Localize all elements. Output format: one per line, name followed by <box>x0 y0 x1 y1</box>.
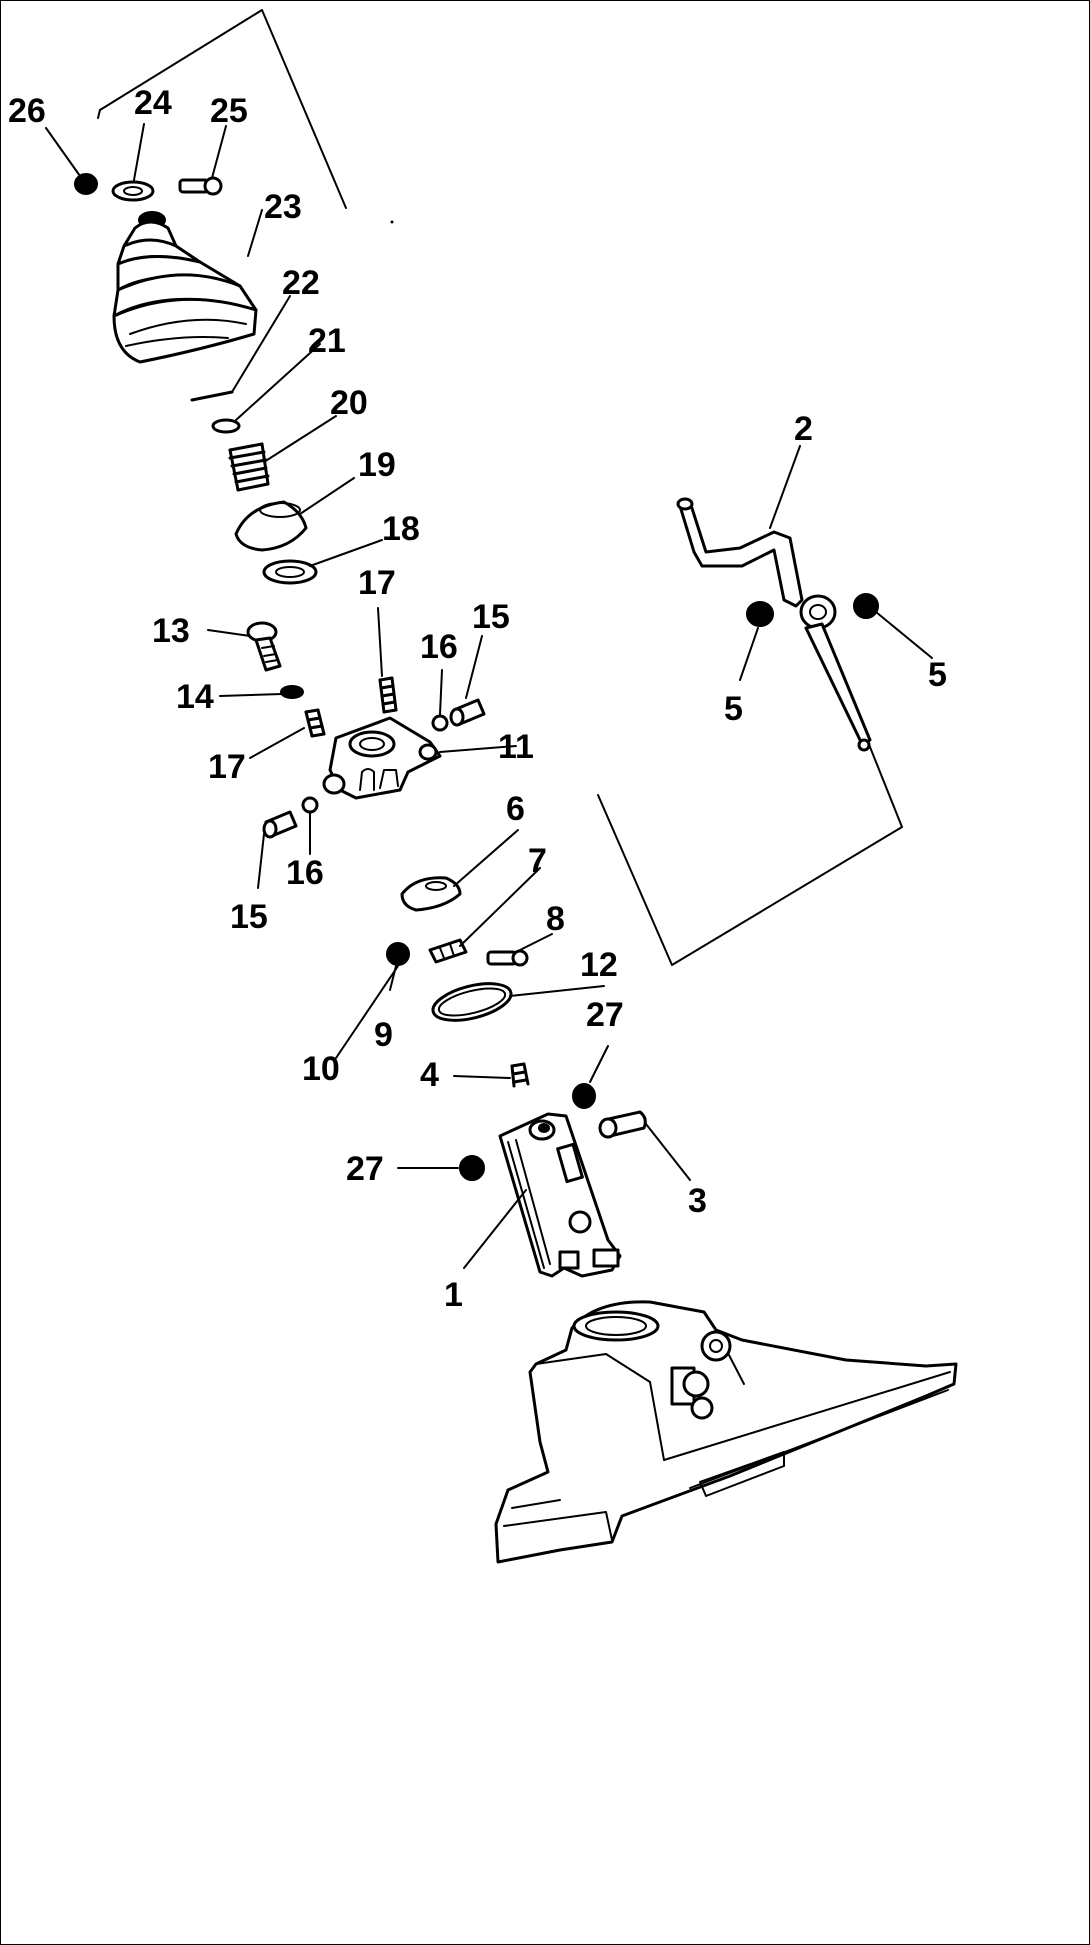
part-18-seal <box>262 559 318 585</box>
part-3-shaft <box>598 1110 647 1139</box>
callout-5-right: 5 <box>928 656 947 694</box>
transmission-case <box>494 1300 958 1564</box>
callout-27-lower: 27 <box>346 1150 384 1188</box>
callout-26: 26 <box>8 92 46 130</box>
callout-24: 24 <box>134 84 172 122</box>
callout-21: 21 <box>308 322 346 360</box>
part-4-springpin <box>510 1062 530 1088</box>
part-20-spring <box>228 442 270 492</box>
part-15-plug-upper <box>449 698 486 727</box>
callout-2: 2 <box>794 410 813 448</box>
callout-15-lower: 15 <box>230 898 268 936</box>
callout-14: 14 <box>176 678 214 716</box>
stray-dot <box>390 220 394 224</box>
callout-19: 19 <box>358 446 396 484</box>
part-6-plate <box>400 876 462 912</box>
part-5-nut-left <box>746 601 774 627</box>
part-2-shift-lever <box>676 497 872 752</box>
part-21-washer <box>211 418 241 434</box>
callout-11: 11 <box>498 728 534 766</box>
callout-1: 1 <box>444 1276 463 1314</box>
callout-9: 9 <box>374 1016 393 1054</box>
part-27-plug-lower <box>459 1155 485 1181</box>
group-bracket-top <box>97 9 347 209</box>
callout-12: 12 <box>580 946 618 984</box>
part-12-oring <box>431 982 513 1022</box>
part-1-lever <box>498 1112 622 1278</box>
callout-15-upper: 15 <box>472 598 510 636</box>
part-16-ball-upper <box>431 714 449 732</box>
callout-6: 6 <box>506 790 525 828</box>
callout-8: 8 <box>546 900 565 938</box>
callout-17-lower: 17 <box>208 748 246 786</box>
part-9-ball <box>386 942 410 966</box>
callout-3: 3 <box>688 1182 707 1220</box>
callout-22: 22 <box>282 264 320 302</box>
callout-5-left: 5 <box>724 690 743 728</box>
part-17-spring-upper <box>378 676 398 714</box>
callout-labels: 26 24 25 23 22 21 20 19 18 17 13 16 15 1… <box>8 84 947 1314</box>
part-16-ball-lower <box>301 796 319 814</box>
part-11-housing <box>322 716 442 800</box>
part-19-cup <box>234 500 308 552</box>
part-27-plug-upper <box>572 1083 596 1109</box>
part-17-spring-lower <box>304 708 326 738</box>
part-25-pin <box>178 176 223 196</box>
part-23-boot <box>112 211 258 364</box>
callout-25: 25 <box>210 92 248 130</box>
callout-16-upper: 16 <box>420 628 458 666</box>
part-8-pin <box>486 949 529 967</box>
part-5-nut-right <box>853 593 879 619</box>
part-26-nut <box>74 173 98 195</box>
callout-17-upper: 17 <box>358 564 396 602</box>
callout-4: 4 <box>420 1056 439 1094</box>
callout-27-upper: 27 <box>586 996 624 1034</box>
callout-23: 23 <box>264 188 302 226</box>
part-22-pin <box>190 390 234 402</box>
group-bracket-right <box>597 741 903 966</box>
part-24-washer <box>111 180 155 202</box>
callout-20: 20 <box>330 384 368 422</box>
part-13-bolt <box>246 621 282 672</box>
part-15-plug-lower <box>262 810 298 839</box>
callout-10: 10 <box>302 1050 340 1088</box>
part-7-bushing <box>428 938 468 964</box>
callout-7: 7 <box>528 842 547 880</box>
part-14-washer <box>280 685 304 699</box>
leader-lines <box>45 123 933 1269</box>
callout-16-lower: 16 <box>286 854 324 892</box>
callout-13: 13 <box>152 612 190 650</box>
callout-18: 18 <box>382 510 420 548</box>
